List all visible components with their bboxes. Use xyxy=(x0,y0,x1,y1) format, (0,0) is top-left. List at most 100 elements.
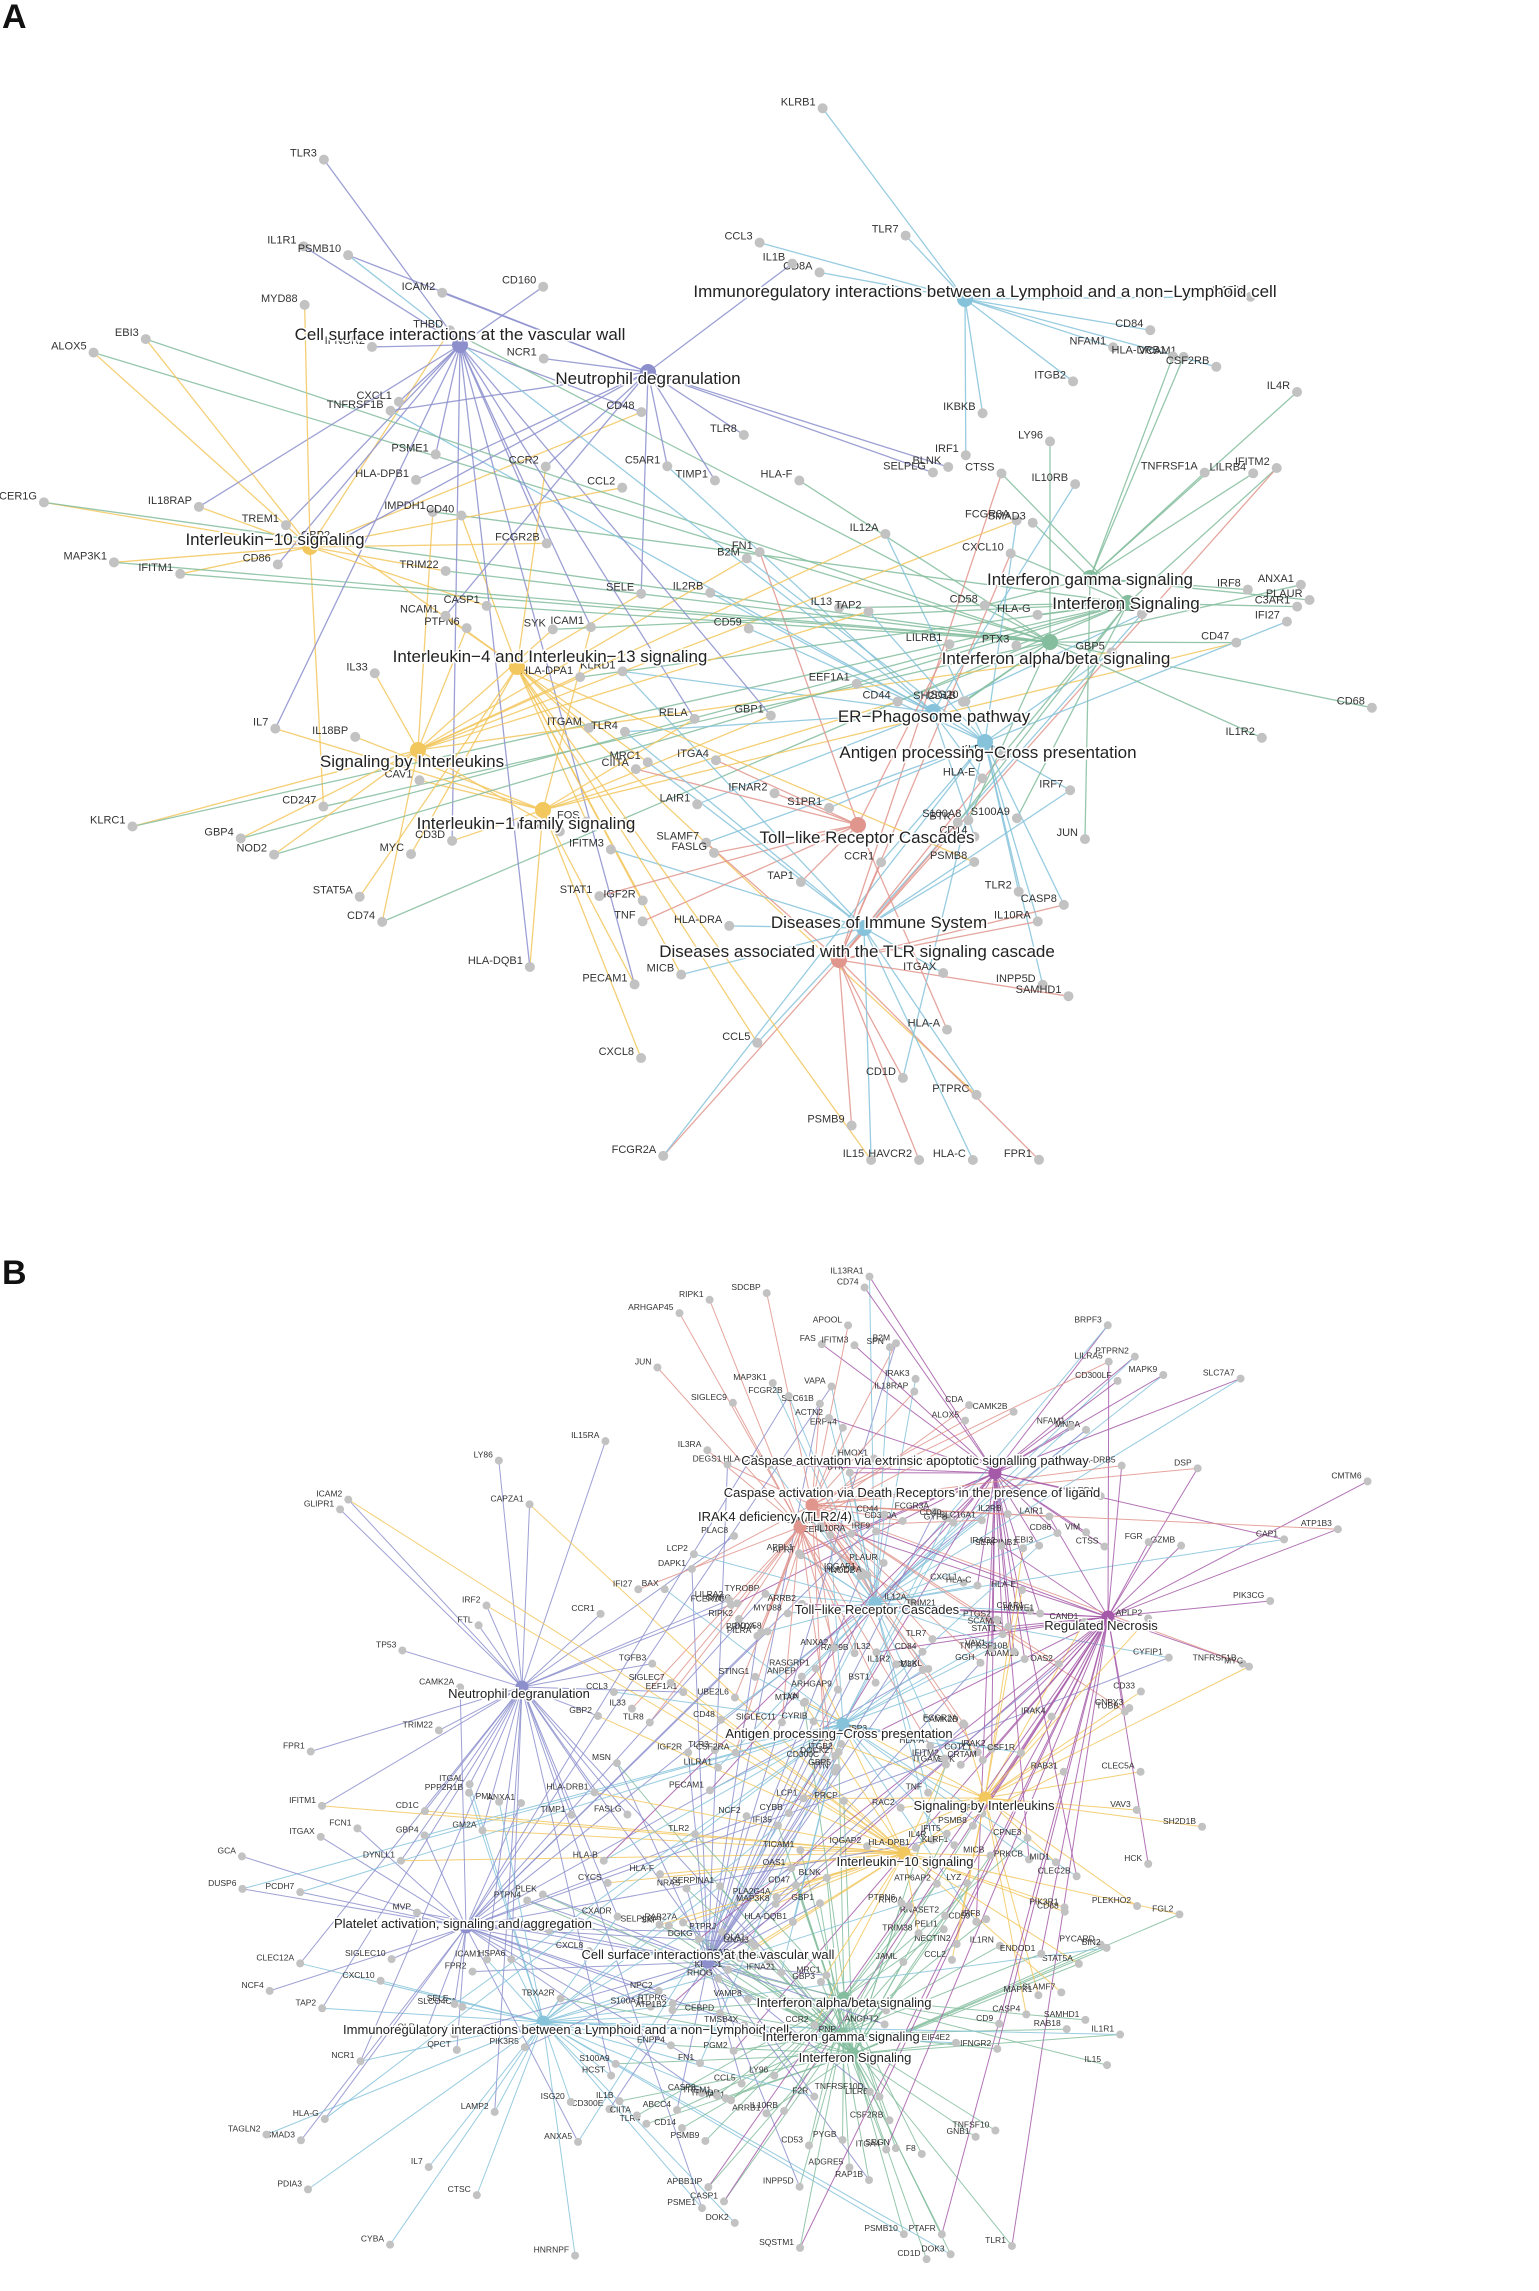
gene-node-apbb1ip: APBB1IP xyxy=(667,2176,713,2192)
gene-label: IL4R xyxy=(908,1829,926,1839)
gene-label: OSTF1 xyxy=(853,1999,881,2009)
gene-dot xyxy=(788,1917,797,1926)
gene-node-itgax: ITGAX xyxy=(289,1826,325,1841)
gene-dot xyxy=(1144,1538,1153,1547)
pathway-hub-diseases-of-immune-system: Diseases of Immune System xyxy=(769,912,989,936)
gene-label: TLR4 xyxy=(591,720,618,732)
gene-dot xyxy=(490,2107,499,2116)
gene-label: EEF1A1 xyxy=(646,1681,678,1691)
gene-node-cd300e: CD300E xyxy=(571,2098,614,2114)
gene-label: IFITM1 xyxy=(138,562,173,574)
gene-label: PTPN6 xyxy=(868,1892,896,1902)
edge-atp1b3-casp_dr xyxy=(811,1504,1338,1530)
edge-ifitm3-dis xyxy=(610,848,865,929)
edge-cd74-sbi xyxy=(381,749,419,923)
gene-label: SIGLEC11 xyxy=(736,1711,776,1721)
gene-node-ncf4: NCF4 xyxy=(241,1980,274,1995)
gene-node-il33: IL33 xyxy=(609,1698,636,1713)
gene-node-ly86: LY86 xyxy=(474,1450,503,1465)
gene-node-faslg: FASLG xyxy=(594,1804,632,1819)
pathway-hub-neutrophil-degranulation: Neutrophil degranulation xyxy=(447,1680,591,1703)
gene-dot xyxy=(716,2009,725,2018)
gene-node-arpc5: ARPC5 xyxy=(515,1919,554,1935)
gene-node-timp1: TIMP1 xyxy=(676,468,720,486)
edge-sele-ndg xyxy=(640,371,649,594)
gene-label: CIITA xyxy=(610,2105,631,2115)
gene-dot xyxy=(472,2191,481,2200)
gene-label: SMAD3 xyxy=(988,511,1026,523)
gene-dot xyxy=(816,1522,825,1531)
gene-label: ERP44 xyxy=(810,1417,837,1427)
edge-prcp-ifs xyxy=(843,1800,854,2055)
edge-tap1-tlr xyxy=(800,824,859,883)
gene-dot xyxy=(978,1809,987,1818)
edge-icam1-iri xyxy=(486,1959,544,2023)
gene-label: THBD xyxy=(413,318,443,330)
gene-node-irak2: IRAK2 xyxy=(961,1738,996,1753)
gene-dot xyxy=(303,2185,312,2194)
gene-node-pml: PML xyxy=(476,1791,504,1806)
gene-label: CXCL1 xyxy=(356,390,391,402)
gene-node-dapk1: DAPK1 xyxy=(658,1558,696,1573)
gene-label: RPS6KA1 xyxy=(725,1950,764,1960)
gene-label: IL2RB xyxy=(673,581,704,593)
gene-dot xyxy=(520,2043,529,2052)
gene-node-tgfb3: TGFB3 xyxy=(619,1653,657,1668)
edge-pcdh7-plat xyxy=(300,1891,467,1928)
gene-dot xyxy=(629,979,640,990)
gene-dot xyxy=(817,1340,826,1349)
gene-node-ptpn6: PTPN6 xyxy=(424,616,472,634)
gene-node-plaur: PLAUR xyxy=(849,1552,888,1567)
gene-node-anxa1: ANXA1 xyxy=(487,1792,526,1808)
gene-label: PLA2G4A xyxy=(733,1886,771,1896)
gene-label: IL7 xyxy=(411,2156,423,2166)
gene-dot xyxy=(696,2059,705,2068)
gene-node-il7: IL7 xyxy=(411,2156,433,2172)
gene-label: JAML xyxy=(876,1951,898,1961)
gene-label: CLEC5A xyxy=(1101,1761,1134,1771)
gene-dot xyxy=(377,916,388,927)
gene-dot xyxy=(968,1821,977,1830)
gene-node-prcp: PRCP xyxy=(814,1790,848,1805)
gene-node-hla-g: HLA-G xyxy=(997,603,1043,620)
gene-node-dok3: DOK3 xyxy=(921,2243,955,2259)
gene-label: RAB31 xyxy=(1031,1761,1058,1771)
gene-label: IL1B xyxy=(596,2090,614,2100)
gene-label: EIF4E2 xyxy=(922,2032,951,2042)
gene-label: ABCC4 xyxy=(643,2099,672,2109)
edge-faslg-tlr xyxy=(713,824,859,854)
gene-node-qpct: QPCT xyxy=(427,2039,461,2054)
gene-label: FN1 xyxy=(678,2052,694,2062)
gene-dot xyxy=(834,602,845,613)
gene-node-cd3d: CD3D xyxy=(415,829,458,846)
panel-a-edges xyxy=(43,107,1373,1161)
gene-node-sele: SELE xyxy=(606,582,647,599)
gene-node-slc7a7: SLC7A7 xyxy=(1203,1368,1245,1383)
gene-node-cycs: CYCS xyxy=(578,1872,612,1887)
edge-arhgap9-csi xyxy=(707,1689,839,1963)
gene-node-fgl2: FGL2 xyxy=(1152,1903,1184,1919)
gene-label: CD33 xyxy=(1113,1681,1135,1691)
edge-cd8a-iri xyxy=(819,271,966,300)
gene-dot xyxy=(960,450,971,461)
gene-dot xyxy=(885,1343,894,1352)
gene-label: IFI35 xyxy=(753,1814,773,1824)
gene-node-irak3: IRAK3 xyxy=(885,1368,920,1383)
hub-dot xyxy=(831,952,847,968)
gene-label: VAV1 xyxy=(965,1637,986,1647)
gene-dot xyxy=(642,2119,651,2128)
gene-node-ddx58: DDX58 xyxy=(734,1620,772,1636)
gene-node-icam2: ICAM2 xyxy=(402,281,448,298)
gene-dot xyxy=(824,1413,833,1422)
gene-dot xyxy=(387,1955,396,1964)
gene-dot xyxy=(238,1884,247,1893)
gene-node-hla-a: HLA-A xyxy=(908,1018,953,1035)
gene-dot xyxy=(871,1678,880,1687)
gene-node-siglec11: SIGLEC11 xyxy=(736,1711,786,1727)
gene-node-ripk2: RIPK2 xyxy=(708,1608,744,1624)
edge-cd1d-apc xyxy=(902,741,986,1079)
gene-label: PLEK xyxy=(515,1884,537,1894)
edge-hla-drb1-igs xyxy=(1089,356,1174,579)
gene-dot xyxy=(296,1888,305,1897)
gene-node-ptprc: PTPRC xyxy=(638,1993,677,2008)
